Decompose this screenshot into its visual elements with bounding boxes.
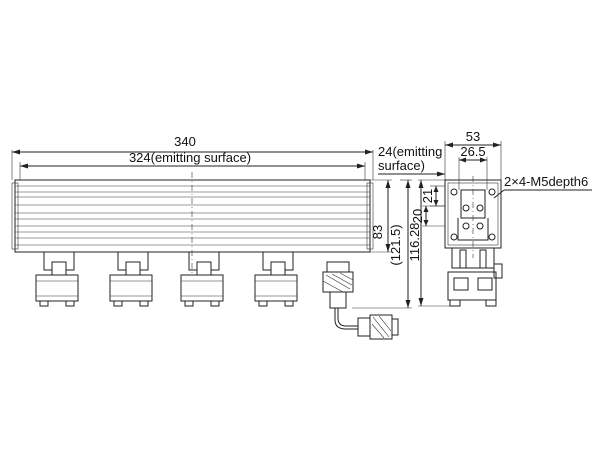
dim-20: 20 <box>410 209 425 223</box>
dim-overall-width: 340 <box>174 134 196 149</box>
dim-emitting-width: 324(emitting surface) <box>129 150 251 165</box>
mounting-bracket-4 <box>254 252 298 307</box>
dim-116: 116.28 <box>407 223 422 262</box>
dim-total-height: (121.5) <box>388 224 403 265</box>
dim-inner-width: 26.5 <box>460 144 485 159</box>
dim-side-width: 53 <box>466 129 480 144</box>
front-view: 340 324(emitting surface) 83 (121.5) <box>11 134 412 340</box>
dim-21: 21 <box>420 189 435 203</box>
emitting-label-line2: surface) <box>378 158 425 173</box>
mounting-bracket-2 <box>109 252 153 307</box>
cable-connector <box>322 261 399 340</box>
dim-height: 83 <box>370 225 385 239</box>
side-view: 53 26.5 24(emitting surface) 2×4-M5depth… <box>378 129 592 307</box>
mounting-bracket-3 <box>180 252 224 307</box>
right-end-cap <box>366 182 374 250</box>
left-end-cap <box>11 182 19 250</box>
hole-spec-label: 2×4-M5depth6 <box>504 174 588 189</box>
light-bar-body <box>14 179 371 253</box>
mounting-bracket-1 <box>35 252 79 307</box>
heatsink-fins <box>15 185 370 246</box>
emitting-label-line1: 24(emitting <box>378 144 442 159</box>
